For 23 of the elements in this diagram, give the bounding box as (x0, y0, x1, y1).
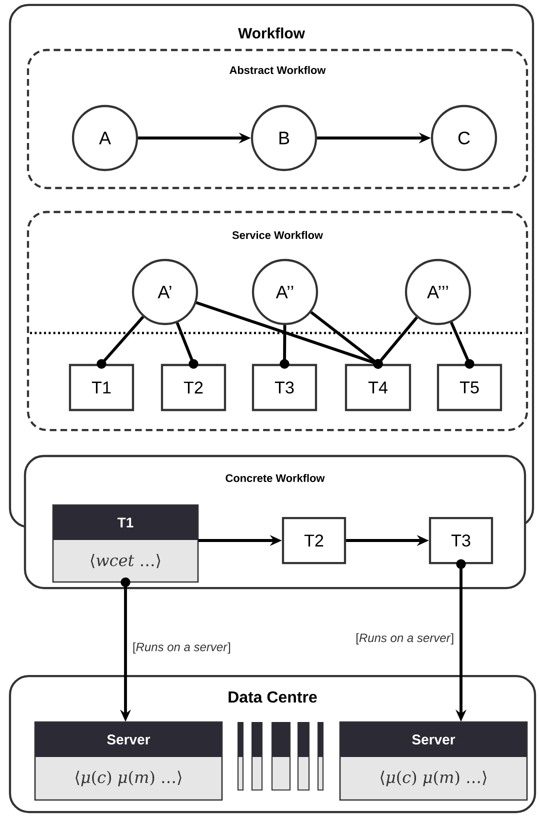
task-box: T5 (436, 364, 502, 412)
circle-node: C (430, 104, 498, 172)
circle-node: A’ (132, 258, 198, 326)
circle-node: A’’’ (404, 258, 472, 326)
task-box: T4 (344, 364, 412, 412)
task-box: T1 (68, 364, 134, 412)
connector (96, 316, 144, 369)
resource-card: Server ⟨μ(c) μ(m) …⟩ (339, 721, 528, 801)
connector (176, 322, 198, 369)
task-box: T3 (428, 516, 494, 564)
task-box: T2 (160, 364, 226, 412)
task-box: T3 (252, 364, 318, 412)
resource-card: T1 ⟨wcet …⟩ (52, 504, 199, 583)
resource-card: Server ⟨μ(c) μ(m) …⟩ (34, 721, 223, 801)
edge-label: [Runs on a server] (131, 641, 232, 655)
circle-node: B (250, 104, 318, 172)
connector (373, 316, 418, 369)
edge-label: [Runs on a server] (354, 632, 456, 646)
connector (450, 322, 474, 369)
circle-node: A’’ (252, 258, 318, 326)
connector (280, 325, 290, 369)
task-box: T2 (282, 516, 346, 564)
circle-node: A (72, 104, 138, 172)
